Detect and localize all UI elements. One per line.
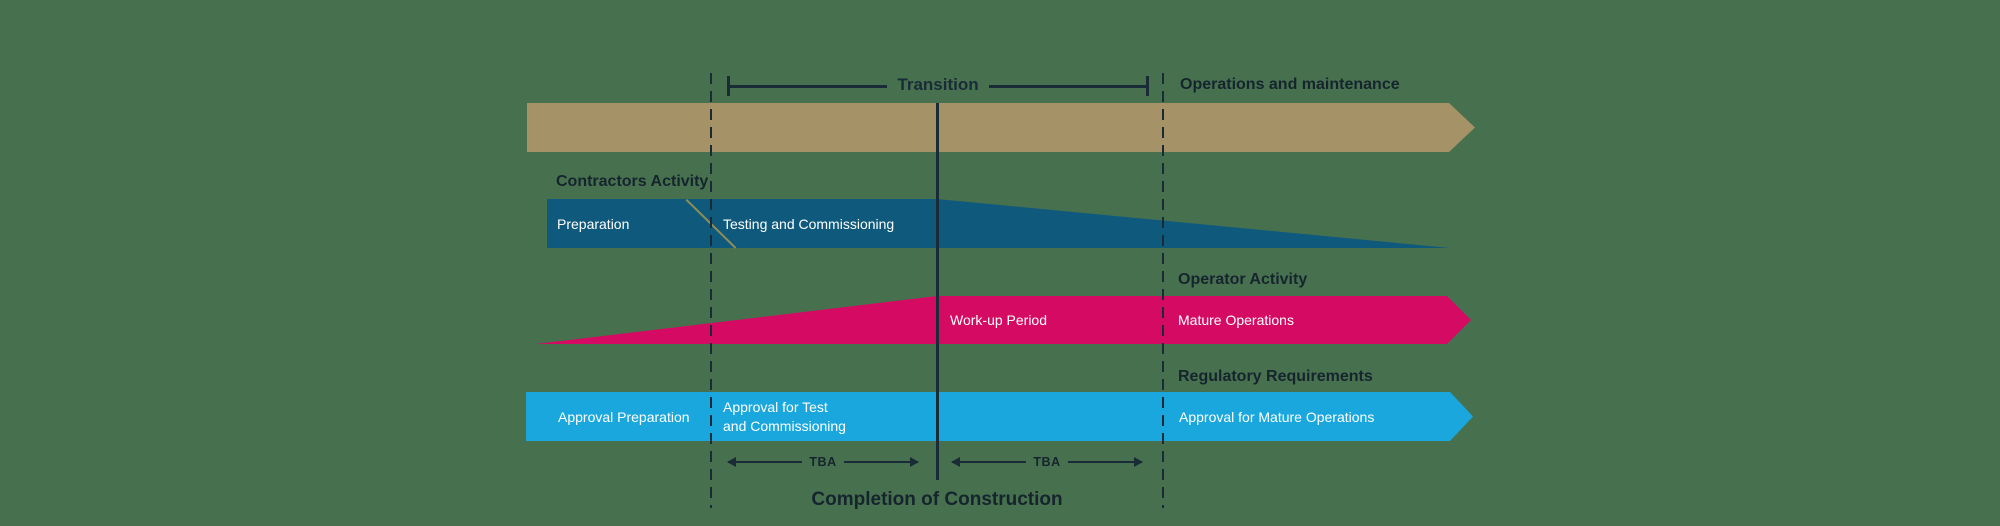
contractor-activity-bar (547, 199, 1450, 248)
tba-left-group: TBA (726, 455, 920, 469)
bracket-right-segment (988, 84, 1147, 88)
bracket-right-tick (1146, 76, 1150, 96)
approval-test-commissioning-label: Approval for Test and Commissioning (723, 392, 846, 441)
transition-label: Transition (897, 75, 979, 94)
bracket-left-tick (727, 76, 730, 96)
approval-test-line2: and Commissioning (723, 417, 846, 434)
operations-maintenance-label: Operations and maintenance (1180, 76, 1400, 93)
completion-of-construction-label: Completion of Construction (811, 489, 1063, 510)
regulatory-approval-bar (526, 392, 1473, 441)
approval-preparation-label: Approval Preparation (558, 408, 690, 425)
transition-end-dashed-line (1162, 73, 1164, 508)
operator-activity-label: Operator Activity (1178, 271, 1308, 288)
right-arrow-icon (1067, 457, 1144, 467)
tba-left-label: TBA (809, 455, 837, 469)
bracket-left-segment (730, 84, 888, 88)
approval-test-line1: Approval for Test (723, 398, 828, 415)
operations-phase-bar (527, 103, 1475, 152)
workup-period-label: Work-up Period (950, 312, 1048, 328)
contractors-activity-label: Contractors Activity (556, 173, 709, 190)
regulatory-requirements-label: Regulatory Requirements (1178, 368, 1373, 385)
right-arrow-icon (843, 457, 920, 467)
preparation-label: Preparation (557, 215, 630, 232)
transition-bracket: Transition (727, 75, 1150, 96)
left-arrow-icon (950, 457, 1027, 467)
mature-operations-label: Mature Operations (1178, 312, 1294, 328)
left-arrow-icon (726, 457, 803, 467)
transition-start-dashed-line (710, 73, 712, 508)
approval-mature-operations-label: Approval for Mature Operations (1179, 408, 1375, 425)
tba-right-label: TBA (1033, 455, 1061, 469)
testing-commissioning-label: Testing and Commissioning (723, 215, 895, 232)
tba-right-group: TBA (950, 455, 1144, 469)
completion-of-construction-line (936, 103, 939, 480)
